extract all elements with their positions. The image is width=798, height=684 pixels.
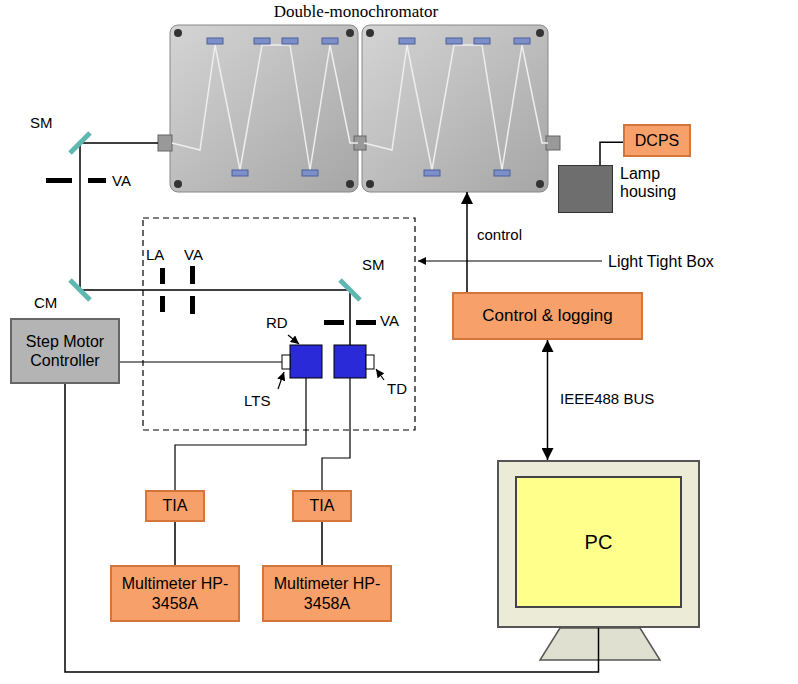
- exit-port: [546, 136, 560, 150]
- connector: [547, 340, 549, 460]
- mirror: [232, 170, 248, 176]
- mirror: [514, 38, 530, 44]
- node-text: Double-monochromator: [274, 2, 438, 22]
- connector: [174, 522, 176, 565]
- motor-wire: [120, 361, 282, 362]
- leader-arrow: [288, 335, 299, 344]
- test-detector: [334, 345, 366, 378]
- aperture-blade: [190, 296, 195, 314]
- aperture-label: VA: [184, 246, 203, 264]
- mirror: [302, 170, 318, 176]
- monitor-stand: [540, 628, 660, 660]
- light-tight-box: [143, 218, 415, 430]
- node-text: Step Motor Controller: [18, 332, 112, 370]
- region-label: Light Tight Box: [608, 252, 714, 271]
- connector: [466, 192, 468, 292]
- housing-screws: [174, 29, 544, 188]
- control-box: Control & logging: [452, 292, 643, 340]
- monochromator-housing: Double-monochromator: [160, 2, 552, 192]
- signal-wire: [175, 378, 306, 490]
- leader-arrow: [376, 369, 384, 380]
- node-text: Multimeter HP-3458A: [118, 574, 232, 612]
- stage-stub: [282, 355, 290, 369]
- mirror: [474, 38, 490, 44]
- monochromator-housing: [362, 25, 548, 192]
- mirror-label: CM: [34, 294, 57, 312]
- mirror: [446, 38, 462, 44]
- screw: [366, 29, 374, 37]
- collimating-mirror: [70, 280, 90, 300]
- aperture-label: VA: [112, 172, 131, 190]
- mirror: [282, 38, 298, 44]
- steering-mirror: [70, 133, 90, 153]
- connector: [600, 142, 623, 165]
- mirror: [322, 38, 338, 44]
- aperture-blade: [46, 178, 72, 183]
- computer-monitor: PC: [497, 460, 700, 628]
- mirror: [424, 170, 440, 176]
- mirror-label: SM: [362, 256, 385, 274]
- node-text: PC: [515, 476, 682, 608]
- screw: [346, 29, 354, 37]
- detector-label: RD: [266, 314, 288, 332]
- connector-label: IEEE488 BUS: [558, 390, 656, 408]
- motor-controller-box: Step Motor Controller: [10, 318, 120, 384]
- aperture-blade: [356, 320, 376, 325]
- node-text: Lamp housing: [620, 165, 688, 202]
- screw: [536, 29, 544, 37]
- lamp-housing: Lamp housing: [558, 165, 690, 213]
- mirror-label: SM: [30, 114, 53, 132]
- aperture-label: VA: [380, 312, 399, 330]
- aperture-blade: [88, 178, 106, 183]
- node-text: DCPS: [635, 131, 679, 150]
- monochromator-housing: [170, 25, 358, 192]
- screw: [174, 180, 182, 188]
- aperture-blade: [160, 268, 165, 284]
- amplifier-box: TIA: [145, 490, 205, 522]
- node-text: Multimeter HP-3458A: [270, 574, 384, 612]
- screw: [346, 180, 354, 188]
- light-beam: [80, 143, 350, 345]
- light-path: [172, 45, 358, 170]
- signal-wire: [322, 378, 350, 490]
- stage-stub: [366, 355, 374, 369]
- mirror: [254, 38, 270, 44]
- aperture-blade: [190, 266, 195, 284]
- node-text: Control & logging: [482, 306, 612, 326]
- screw: [366, 180, 374, 188]
- stage-label: LTS: [244, 392, 270, 410]
- mirror: [494, 170, 510, 176]
- detector-label: TD: [387, 380, 407, 398]
- leader-arrow: [278, 372, 284, 389]
- screw: [536, 180, 544, 188]
- multimeter-box: Multimeter HP-3458A: [110, 565, 240, 622]
- node-text: TIA: [310, 496, 335, 515]
- connector-label: control: [475, 226, 524, 244]
- light-path: [364, 45, 548, 170]
- aperture-blade: [324, 320, 344, 325]
- grating-mirrors: [207, 38, 530, 176]
- reference-detector: [290, 345, 322, 378]
- leader-arrow: [418, 260, 602, 261]
- lamp-box: [558, 165, 613, 213]
- connector: [321, 522, 323, 565]
- entrance-port: [158, 135, 172, 151]
- mirror: [207, 38, 223, 44]
- mirror: [399, 38, 415, 44]
- aperture-label: LA: [146, 246, 164, 264]
- aperture-blade: [160, 296, 165, 312]
- power-supply-box: DCPS: [623, 124, 691, 157]
- screw: [174, 29, 182, 37]
- amplifier-box: TIA: [292, 490, 352, 522]
- multimeter-box: Multimeter HP-3458A: [262, 565, 392, 622]
- steering-mirror: [340, 280, 360, 300]
- node-text: TIA: [163, 496, 188, 515]
